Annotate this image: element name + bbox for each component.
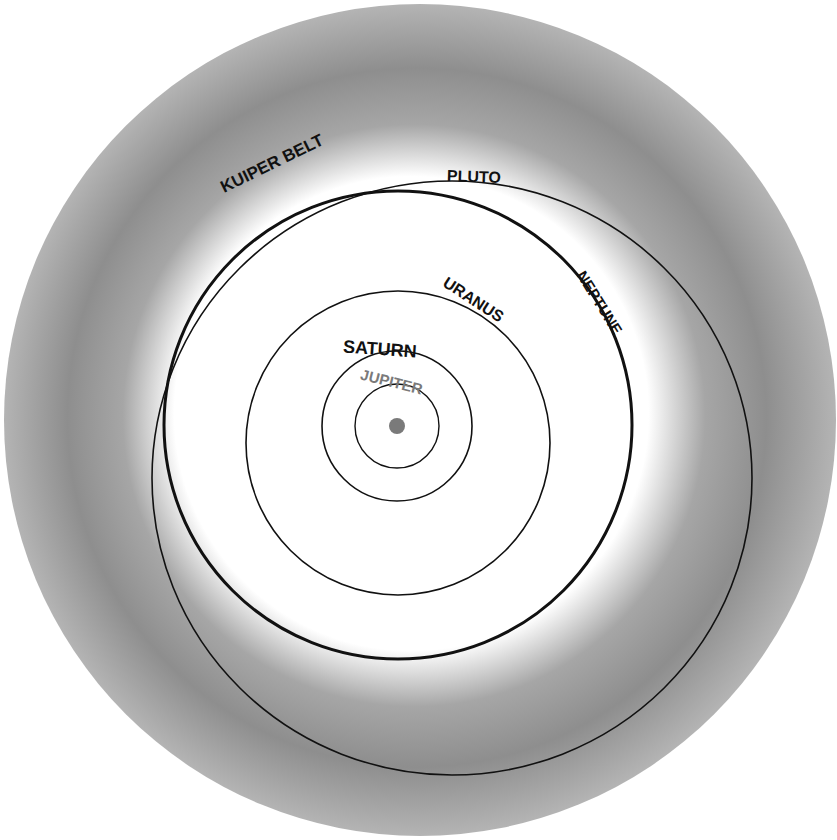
kuiper-belt: [4, 4, 836, 836]
planet-label: PLUTO: [447, 168, 501, 186]
planet-label: SATURN: [343, 337, 418, 360]
uranus-orbit: [246, 291, 550, 595]
saturn-orbit: [322, 351, 472, 501]
sun: [389, 418, 405, 434]
pluto-orbit: [152, 181, 752, 775]
neptune-orbit: [164, 191, 632, 659]
jupiter-orbit: [355, 384, 439, 468]
